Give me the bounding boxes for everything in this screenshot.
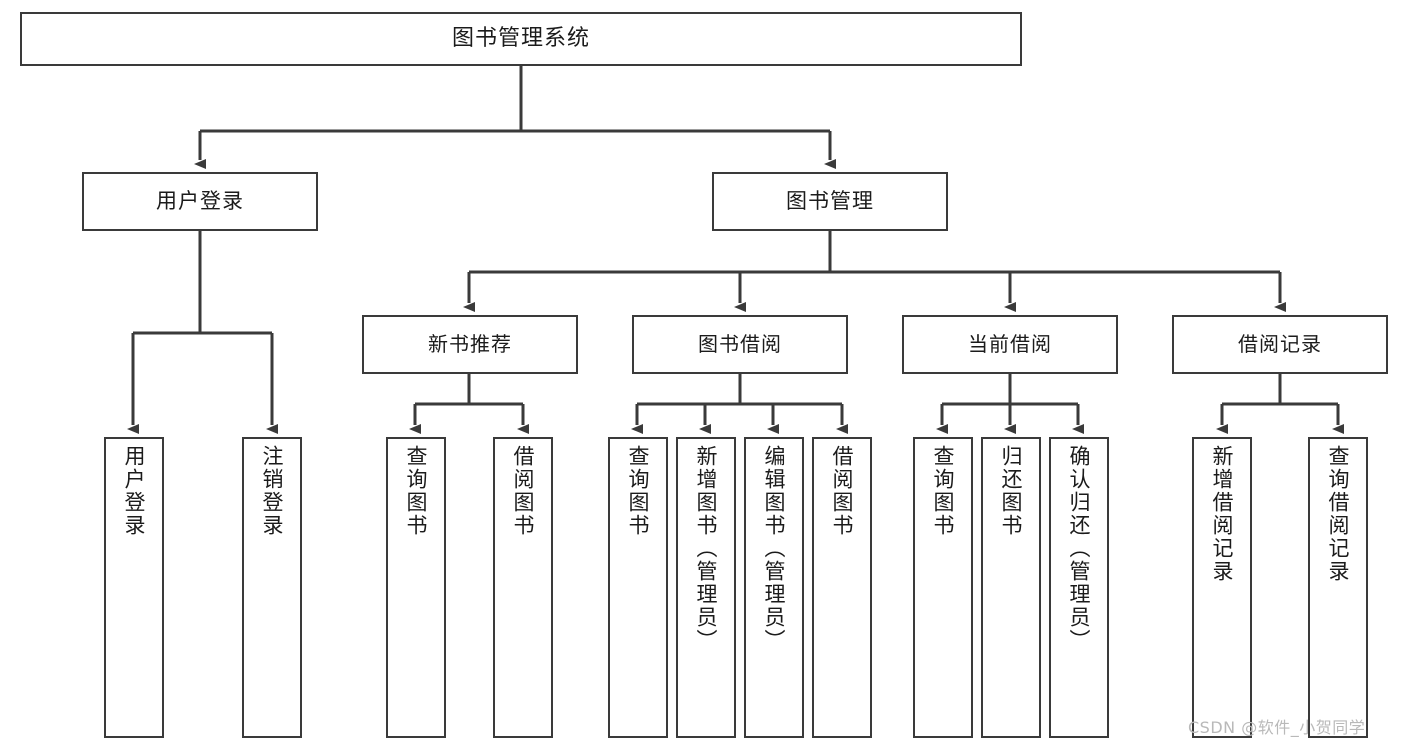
leaf-confirm-return-admin-label: 确认归还（管理员） bbox=[1067, 445, 1092, 652]
leaf-confirm-return-admin[interactable]: 确认归还（管理员） bbox=[1049, 437, 1109, 738]
leaf-query-book-newbook[interactable]: 查询图书 bbox=[386, 437, 446, 738]
leaf-query-borrow-record[interactable]: 查询借阅记录 bbox=[1308, 437, 1368, 738]
node-book-manage-label: 图书管理 bbox=[786, 189, 874, 214]
leaf-query-book-borrow-label: 查询图书 bbox=[626, 445, 651, 537]
leaf-return-book-label: 归还图书 bbox=[999, 445, 1024, 537]
leaf-return-book[interactable]: 归还图书 bbox=[981, 437, 1041, 738]
leaf-user-login[interactable]: 用户登录 bbox=[104, 437, 164, 738]
node-borrow-record[interactable]: 借阅记录 bbox=[1172, 315, 1388, 374]
leaf-query-borrow-record-label: 查询借阅记录 bbox=[1326, 445, 1351, 583]
node-root[interactable]: 图书管理系统 bbox=[20, 12, 1022, 66]
leaf-add-book-admin-label: 新增图书（管理员） bbox=[694, 445, 719, 652]
leaf-borrow-book-newbook[interactable]: 借阅图书 bbox=[493, 437, 553, 738]
node-current-borrow-label: 当前借阅 bbox=[968, 332, 1052, 356]
node-user-login-label: 用户登录 bbox=[156, 189, 244, 214]
node-borrow-record-label: 借阅记录 bbox=[1238, 332, 1322, 356]
leaf-query-book-current[interactable]: 查询图书 bbox=[913, 437, 973, 738]
leaf-borrow-book-newbook-label: 借阅图书 bbox=[511, 445, 536, 537]
node-root-label: 图书管理系统 bbox=[451, 26, 590, 52]
leaf-logout[interactable]: 注销登录 bbox=[242, 437, 302, 738]
leaf-add-book-admin[interactable]: 新增图书（管理员） bbox=[676, 437, 736, 738]
leaf-query-book-borrow[interactable]: 查询图书 bbox=[608, 437, 668, 738]
leaf-borrow-book-label: 借阅图书 bbox=[830, 445, 855, 537]
node-current-borrow[interactable]: 当前借阅 bbox=[902, 315, 1118, 374]
leaf-user-login-label: 用户登录 bbox=[122, 445, 147, 537]
node-new-book-recommend[interactable]: 新书推荐 bbox=[362, 315, 578, 374]
leaf-add-borrow-record[interactable]: 新增借阅记录 bbox=[1192, 437, 1252, 738]
node-new-book-recommend-label: 新书推荐 bbox=[428, 332, 512, 356]
leaf-query-book-newbook-label: 查询图书 bbox=[404, 445, 429, 537]
leaf-query-book-current-label: 查询图书 bbox=[931, 445, 956, 537]
node-book-borrow[interactable]: 图书借阅 bbox=[632, 315, 848, 374]
leaf-edit-book-admin[interactable]: 编辑图书（管理员） bbox=[744, 437, 804, 738]
leaf-add-borrow-record-label: 新增借阅记录 bbox=[1210, 445, 1235, 583]
leaf-borrow-book[interactable]: 借阅图书 bbox=[812, 437, 872, 738]
node-user-login[interactable]: 用户登录 bbox=[82, 172, 318, 231]
csdn-watermark: CSDN @软件_小贺同学 bbox=[1188, 718, 1366, 737]
node-book-manage[interactable]: 图书管理 bbox=[712, 172, 948, 231]
leaf-edit-book-admin-label: 编辑图书（管理员） bbox=[762, 445, 787, 652]
node-book-borrow-label: 图书借阅 bbox=[698, 332, 782, 356]
leaf-logout-label: 注销登录 bbox=[260, 445, 285, 537]
